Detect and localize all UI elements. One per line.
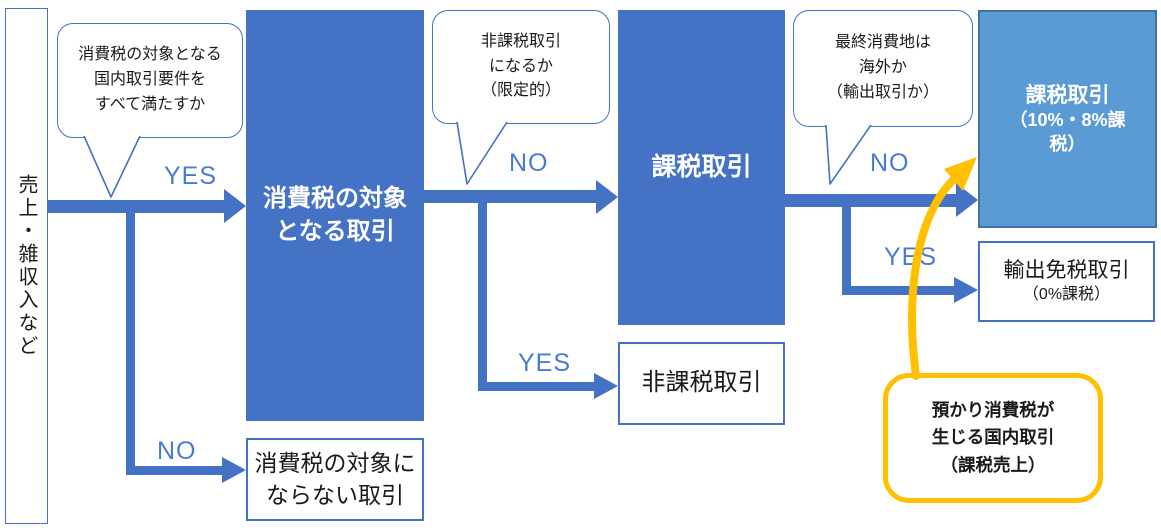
decision-2-yes-label: YES	[518, 349, 572, 377]
node-taxable-scope-label: 消費税の対象 となる取引	[263, 185, 407, 245]
arrow-main-1	[48, 200, 224, 213]
node-taxable-rates-title: 課税取引	[1025, 83, 1110, 107]
note-consumption-tax-label: 預かり消費税が 生じる国内取引 （課税売上）	[931, 400, 1055, 475]
branch-3-vertical	[842, 205, 851, 291]
decision-1-no-label: NO	[157, 437, 197, 465]
callout-2-text: 非課税取引 になるか （限定的）	[480, 32, 561, 100]
decision-3-yes-label: YES	[884, 243, 938, 271]
callout-3-text: 最終消費地は 海外か （輸出取引か）	[826, 34, 939, 101]
node-export-exempt: 輸出免税取引 （0%課税）	[978, 241, 1155, 322]
arrowhead-main-3-icon	[956, 183, 978, 217]
callout-nontaxable-question: 非課税取引 になるか （限定的）	[432, 10, 610, 124]
node-taxable: 課税取引	[618, 10, 785, 325]
arrow-main-2	[424, 190, 596, 203]
branch-1-vertical	[126, 207, 135, 468]
curved-arrow-orange	[908, 176, 957, 380]
node-out-of-scope-label: 消費税の対象に ならない取引	[254, 450, 416, 508]
node-taxable-scope: 消費税の対象 となる取引	[246, 10, 424, 421]
branch-1-horizontal	[126, 466, 224, 475]
node-export-exempt-subtitle: （0%課税）	[1022, 285, 1111, 303]
callout-1-tail-icon	[83, 135, 141, 198]
callout-1-text: 消費税の対象となる 国内取引要件を すべて満たすか	[78, 46, 222, 113]
node-non-taxable-label: 非課税取引	[641, 369, 762, 397]
callout-export-question: 最終消費地は 海外か （輸出取引か）	[793, 10, 973, 127]
branch-3-horizontal	[842, 286, 954, 295]
node-taxable-label: 課税取引	[651, 152, 752, 181]
source-box-label: 売上・雑収入など	[15, 174, 37, 358]
branch-2-vertical	[478, 197, 487, 391]
arrowhead-main-1-icon	[224, 189, 246, 223]
decision-2-no-label: NO	[509, 149, 549, 177]
source-box: 売上・雑収入など	[5, 8, 48, 524]
node-non-taxable: 非課税取引	[618, 342, 785, 425]
node-out-of-scope: 消費税の対象に ならない取引	[246, 438, 424, 521]
decision-1-yes-label: YES	[164, 162, 218, 190]
callout-domestic-requirements: 消費税の対象となる 国内取引要件を すべて満たすか	[57, 23, 243, 138]
arrow-main-3	[785, 194, 956, 207]
arrowhead-branch-1-icon	[222, 457, 246, 483]
branch-2-horizontal	[478, 382, 594, 391]
node-export-exempt-title: 輸出免税取引	[1003, 259, 1130, 283]
node-taxable-rates-subtitle: （10%・8%課 税）	[1009, 110, 1126, 154]
note-consumption-tax: 預かり消費税が 生じる国内取引 （課税売上）	[883, 373, 1103, 503]
decision-3-no-label: NO	[870, 149, 910, 177]
callout-2-tail-icon	[456, 121, 508, 185]
node-taxable-rates: 課税取引 （10%・8%課 税）	[978, 10, 1157, 228]
arrowhead-main-2-icon	[596, 180, 618, 214]
callout-3-tail-icon	[825, 124, 872, 185]
arrowhead-branch-3-icon	[954, 277, 978, 303]
arrowhead-branch-2-icon	[594, 373, 618, 399]
